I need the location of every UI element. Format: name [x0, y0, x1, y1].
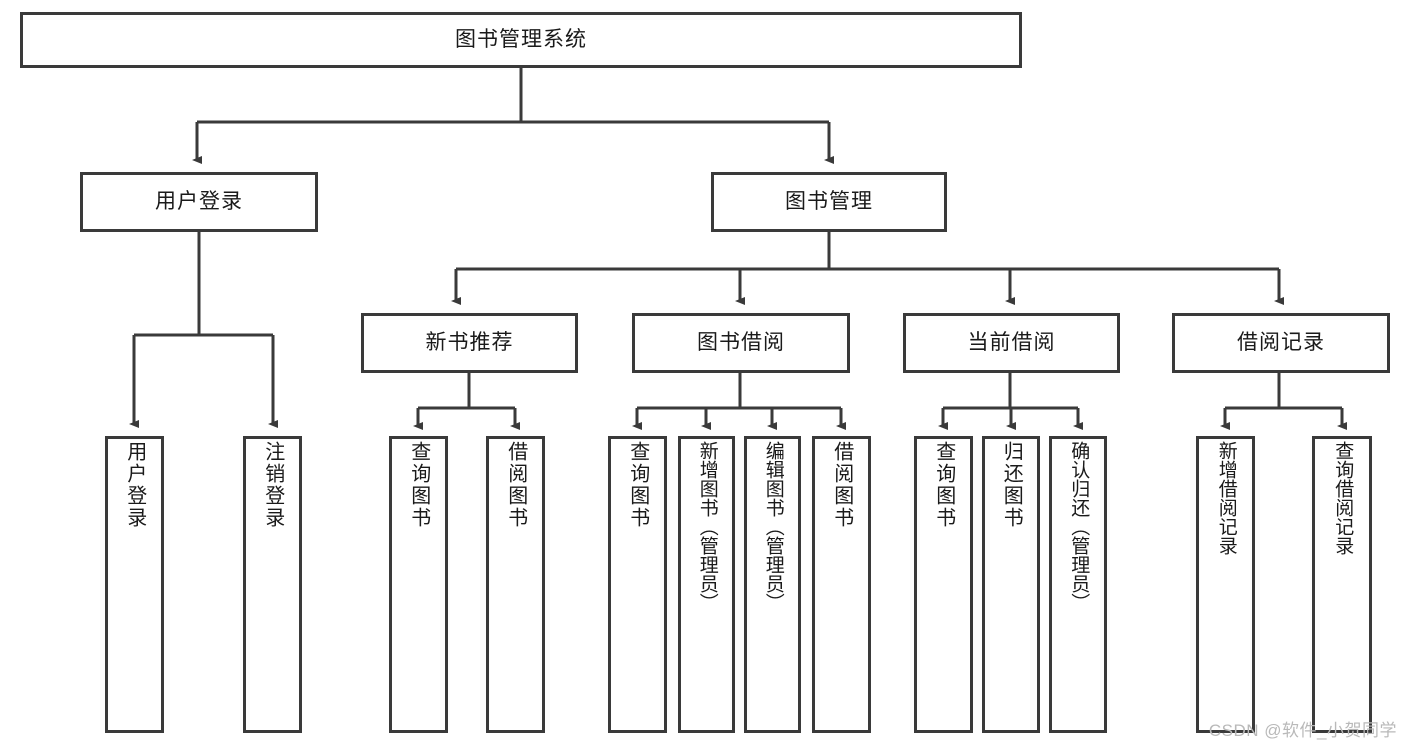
leaf-book-borrow-0[interactable]: 查询图书 [608, 436, 667, 733]
leaf-book-borrow-2[interactable]: 编辑图书（管理员） [744, 436, 801, 733]
leaf-current-borrow-1-label: 归还图书 [1000, 441, 1023, 529]
leaf-user-login-0-label: 用户登录 [123, 441, 146, 529]
leaf-current-borrow-0[interactable]: 查询图书 [914, 436, 973, 733]
leaf-user-login-1[interactable]: 注销登录 [243, 436, 302, 733]
leaf-borrow-records-0-label: 新增借阅记录 [1215, 441, 1237, 555]
leaf-new-books-0-label: 查询图书 [407, 441, 430, 529]
leaf-borrow-records-1-label: 查询借阅记录 [1332, 441, 1354, 555]
node-user-login-label: 用户登录 [155, 190, 243, 214]
leaf-book-borrow-0-label: 查询图书 [626, 441, 649, 529]
node-book-borrow[interactable]: 图书借阅 [632, 313, 850, 373]
node-borrow-records-label: 借阅记录 [1237, 331, 1325, 355]
leaf-book-borrow-1-label: 新增图书（管理员） [696, 441, 718, 612]
leaf-book-borrow-1[interactable]: 新增图书（管理员） [678, 436, 735, 733]
node-user-login[interactable]: 用户登录 [80, 172, 318, 232]
leaf-borrow-records-0[interactable]: 新增借阅记录 [1196, 436, 1255, 733]
leaf-current-borrow-2-label: 确认归还（管理员） [1068, 441, 1090, 612]
leaf-new-books-1[interactable]: 借阅图书 [486, 436, 545, 733]
leaf-book-borrow-2-label: 编辑图书（管理员） [762, 441, 784, 612]
watermark: CSDN @软件_小贺同学 [1208, 721, 1397, 740]
leaf-user-login-0[interactable]: 用户登录 [105, 436, 164, 733]
leaf-new-books-1-label: 借阅图书 [504, 441, 527, 529]
leaf-user-login-1-label: 注销登录 [261, 441, 284, 529]
leaf-current-borrow-0-label: 查询图书 [932, 441, 955, 529]
node-current-borrow-label: 当前借阅 [967, 331, 1056, 355]
node-borrow-records[interactable]: 借阅记录 [1172, 313, 1390, 373]
node-new-book-recommend-label: 新书推荐 [425, 331, 514, 355]
node-new-book-recommend[interactable]: 新书推荐 [361, 313, 578, 373]
node-current-borrow[interactable]: 当前借阅 [903, 313, 1120, 373]
node-book-management-label: 图书管理 [785, 190, 873, 214]
leaf-borrow-records-1[interactable]: 查询借阅记录 [1312, 436, 1372, 733]
leaf-current-borrow-1[interactable]: 归还图书 [982, 436, 1040, 733]
node-book-borrow-label: 图书借阅 [697, 331, 785, 355]
leaf-current-borrow-2[interactable]: 确认归还（管理员） [1049, 436, 1107, 733]
leaf-book-borrow-3[interactable]: 借阅图书 [812, 436, 871, 733]
leaf-new-books-0[interactable]: 查询图书 [389, 436, 448, 733]
leaf-book-borrow-3-label: 借阅图书 [830, 441, 853, 529]
node-book-management[interactable]: 图书管理 [711, 172, 947, 232]
node-root-label: 图书管理系统 [455, 28, 587, 52]
node-root[interactable]: 图书管理系统 [20, 12, 1022, 68]
